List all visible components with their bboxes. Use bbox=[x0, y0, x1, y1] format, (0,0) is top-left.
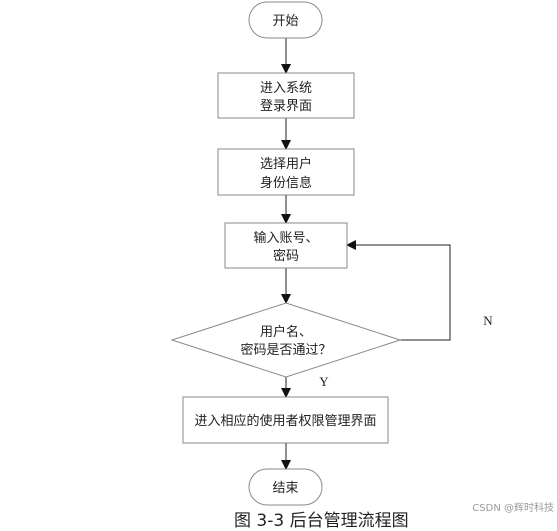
decision-label-line2: 密码是否通过？ bbox=[240, 342, 331, 358]
edge-decision-no-loop bbox=[346, 240, 451, 341]
end-terminal bbox=[248, 468, 323, 506]
credentials-decision-diamond bbox=[170, 302, 402, 378]
enter-permission-label: 进入相应的使用者权限管理界面 bbox=[194, 413, 376, 429]
enter-login-label-line2: 登录界面 bbox=[260, 99, 312, 114]
input-credentials-box bbox=[224, 222, 348, 269]
decision-label-line1: 用户名、 bbox=[260, 324, 312, 340]
start-label: 开始 bbox=[272, 14, 298, 29]
input-credentials-label-line1: 输入账号、 bbox=[253, 230, 318, 246]
start-terminal bbox=[248, 1, 323, 39]
input-credentials-label-line2: 密码 bbox=[273, 248, 299, 264]
watermark: CSDN @辉时科技 bbox=[472, 503, 554, 514]
no-branch-label: N bbox=[483, 313, 493, 328]
enter-permission-box bbox=[182, 396, 389, 444]
select-identity-label-line1: 选择用户 bbox=[260, 156, 312, 172]
select-identity-box bbox=[217, 148, 355, 196]
end-label: 结束 bbox=[272, 481, 298, 496]
enter-login-box bbox=[217, 72, 355, 119]
yes-branch-label: Y bbox=[319, 374, 329, 389]
enter-login-label-line1: 进入系统 bbox=[260, 81, 312, 96]
select-identity-label-line2: 身份信息 bbox=[260, 175, 312, 191]
figure-caption: 图 3-3 后台管理流程图 bbox=[234, 511, 409, 531]
